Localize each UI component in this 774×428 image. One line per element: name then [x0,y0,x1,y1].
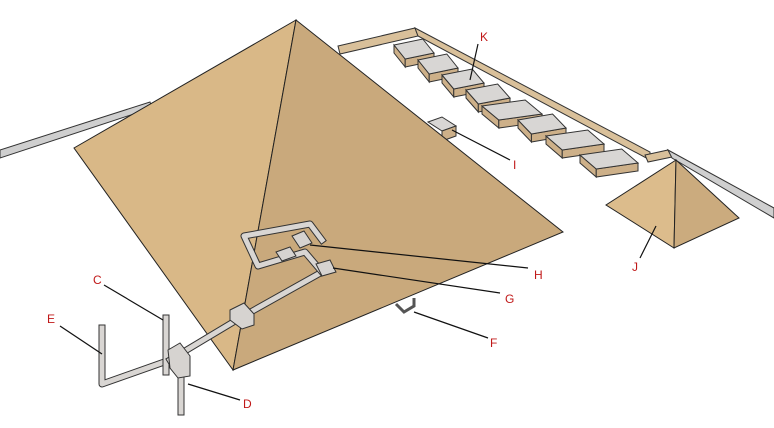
label-c: C [93,273,102,287]
label-h: H [534,268,543,282]
boat-pit-top [480,99,544,121]
boat-pit-top [516,113,568,135]
label-j: J [632,260,638,274]
great-pyramid [73,19,564,372]
queens-pyramid [605,158,740,249]
label-d: D [243,397,252,411]
leader-lines [59,43,657,401]
passages [98,220,416,416]
label-i: I [513,158,516,172]
boat-pit-top [441,68,485,90]
boat-pit-top [393,38,435,60]
boat-pit-top [578,148,640,170]
label-g: G [505,292,514,306]
labels: K I H G F J D C E [47,30,638,411]
boat-pit-top [417,53,459,75]
label-f: F [490,336,497,350]
boat-pits [393,38,640,179]
boat-pit-top [465,83,511,105]
boat-pit-top [544,129,606,151]
label-k: K [480,30,488,44]
label-e: E [47,312,55,326]
